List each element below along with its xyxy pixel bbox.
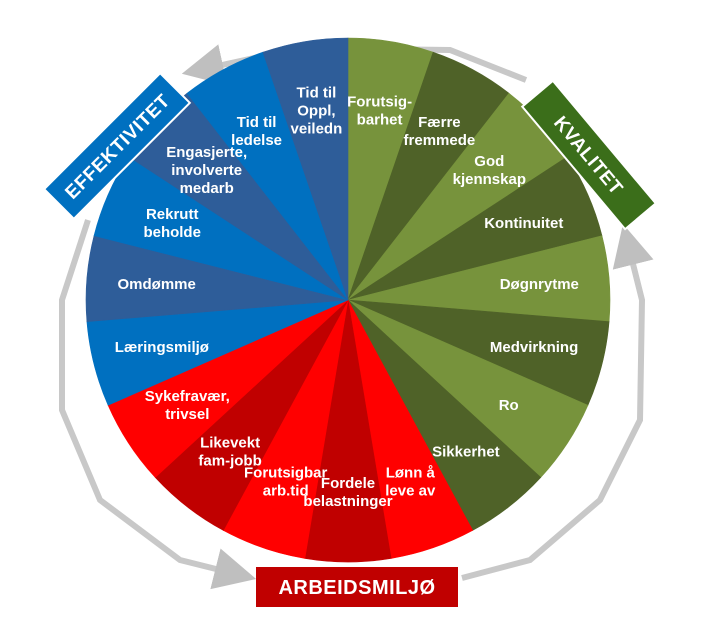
segment-label-line: Sikkerhet	[432, 444, 500, 461]
segment-label-line: Tid til	[237, 114, 277, 131]
segment-label: Forutsig-barhet	[347, 94, 412, 129]
segment-label: Kontinuitet	[484, 215, 563, 232]
segment-label-line: Likevekt	[200, 435, 260, 452]
segment-label-line: Engasjerte,	[166, 144, 247, 161]
segment-label-line: Ro	[499, 397, 519, 414]
segment-label-line: arb.tid	[263, 483, 309, 500]
segment-label-line: ledelse	[231, 132, 282, 149]
wheel-segment-effektivitet	[262, 37, 349, 301]
segment-label: Sikkerhet	[432, 444, 500, 461]
segment-label-line: involverte	[171, 162, 242, 179]
segment-label-line: Døgnrytme	[500, 276, 579, 293]
segment-label-line: fremmede	[404, 132, 476, 149]
segment-label: Læringsmiljø	[115, 339, 210, 356]
segment-label: Ro	[499, 397, 519, 414]
segment-label-line: belastninger	[303, 493, 392, 510]
segment-label: Døgnrytme	[500, 276, 579, 293]
arrow-effektivitet-to-arbeidsmiljo	[59, 219, 257, 590]
segment-label-line: barhet	[357, 112, 403, 129]
segment-label-line: Læringsmiljø	[115, 339, 210, 356]
segment-label-line: Oppl,	[297, 103, 335, 120]
segment-label-line: Sykefravær,	[145, 388, 230, 405]
segment-label-line: medarb	[180, 180, 234, 197]
segment-label-line: beholde	[143, 224, 201, 241]
segment-label-line: kjennskap	[453, 171, 526, 188]
segment-label-line: Medvirkning	[490, 339, 578, 356]
segment-label-line: Tid til	[297, 85, 337, 102]
segment-label-line: Lønn å	[386, 465, 436, 482]
segment-label: Omdømme	[118, 276, 196, 293]
segment-label-line: God	[474, 153, 504, 170]
segment-label-line: Omdømme	[118, 276, 196, 293]
segment-label-line: Færre	[418, 114, 461, 131]
segment-label-line: Kontinuitet	[484, 215, 563, 232]
segment-label: Sykefravær,trivsel	[145, 388, 230, 423]
arrow-arbeidsmiljo-to-kvalitet	[461, 223, 654, 581]
segment-label-line: Fordele	[321, 475, 375, 492]
segment-label-line: Forutsig-	[347, 94, 412, 111]
segment-label-line: Forutsigbar	[244, 465, 327, 482]
segment-label-line: leve av	[385, 483, 436, 500]
badge-arbeidsmiljo-label: ARBEIDSMILJØ	[278, 577, 435, 599]
segment-label-line: trivsel	[165, 406, 209, 423]
segment-label-line: veiledn	[291, 121, 343, 138]
badge-arbeidsmiljo: ARBEIDSMILJØ	[256, 567, 458, 607]
segment-label-line: fam-jobb	[198, 453, 261, 470]
segment-label-line: Rekrutt	[146, 206, 199, 223]
segment-label: Medvirkning	[490, 339, 578, 356]
wheel-segments	[85, 37, 611, 563]
